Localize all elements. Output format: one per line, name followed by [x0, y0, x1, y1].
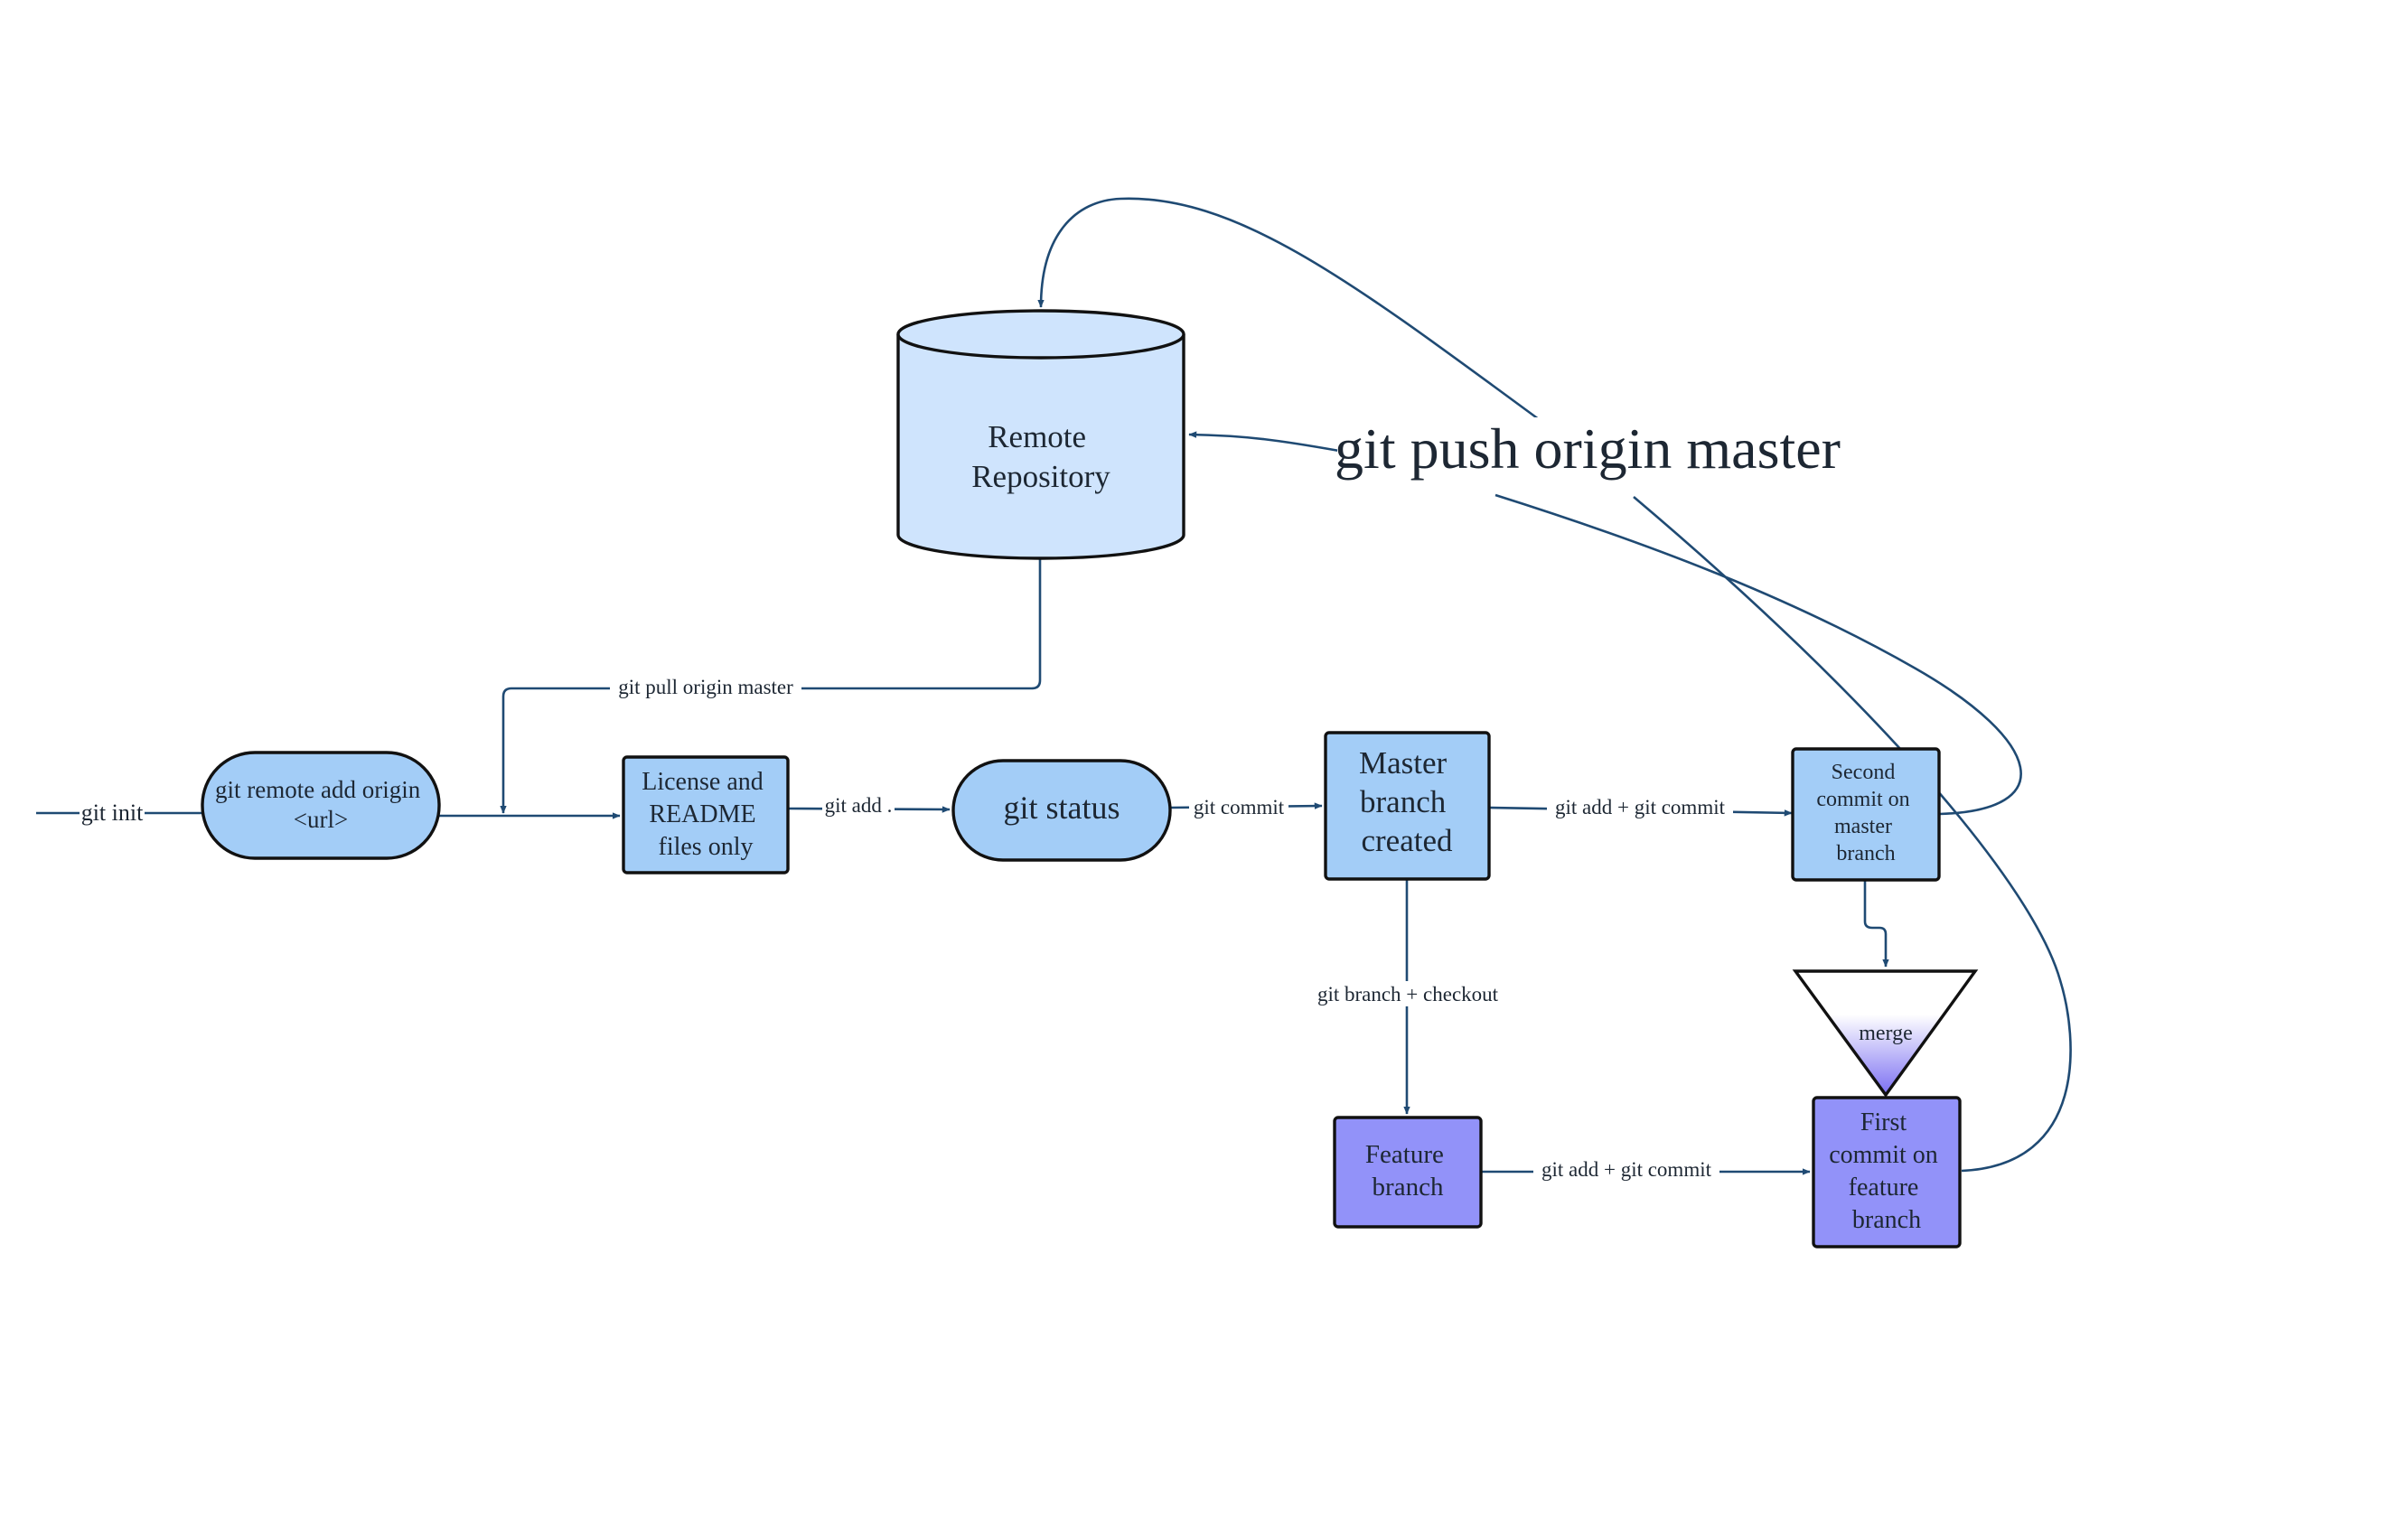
connector-push-loop-top: [1037, 197, 1547, 426]
license-readme-node[interactable]: License and README files only: [622, 755, 790, 874]
master-branch-label: Master branch created: [1359, 745, 1455, 858]
label-git-push: git push origin master: [1335, 416, 1841, 481]
merge-node[interactable]: merge: [1792, 969, 1979, 1098]
label-git-branch-checkout: git branch + checkout: [1317, 983, 1499, 1005]
connector-push-to-remote: [1188, 431, 1340, 453]
label-git-add: git add .: [825, 794, 893, 817]
second-commit-master-label: Second commit on master branch: [1816, 761, 1915, 865]
feature-branch-label: Feature branch: [1365, 1140, 1450, 1202]
connector-push-from-second-commit: [1494, 493, 2022, 816]
label-git-pull: git pull origin master: [618, 676, 793, 698]
git-remote-add-label: git remote add origin <url>: [215, 776, 426, 833]
remote-repository-node[interactable]: Remote Repository: [896, 309, 1185, 560]
git-remote-add-node[interactable]: git remote add origin <url>: [201, 751, 441, 860]
connector-push-from-feature-commit: [1633, 496, 2072, 1173]
label-git-commit: git commit: [1194, 796, 1285, 818]
second-commit-master-node[interactable]: Second commit on master branch: [1791, 747, 1941, 882]
git-status-node[interactable]: git status: [951, 759, 1172, 862]
first-commit-feature-node[interactable]: First commit on feature branch: [1812, 1096, 1962, 1248]
feature-branch-node[interactable]: Feature branch: [1333, 1116, 1483, 1229]
merge-label: merge: [1859, 1022, 1913, 1045]
label-git-init: git init: [81, 800, 144, 826]
git-status-label: git status: [1003, 790, 1120, 826]
label-git-add-commit-master: git add + git commit: [1555, 796, 1726, 818]
first-commit-feature-label: First commit on feature branch: [1829, 1108, 1944, 1234]
remote-repository-label: Remote Repository: [971, 419, 1110, 494]
connector-second-commit-to-merge: [1863, 881, 1889, 968]
license-readme-label: License and README files only: [642, 768, 770, 861]
label-git-add-commit-feature: git add + git commit: [1541, 1158, 1712, 1181]
master-branch-node[interactable]: Master branch created: [1324, 731, 1491, 881]
edge-labels: git init git pull origin master git add …: [80, 416, 1841, 1183]
